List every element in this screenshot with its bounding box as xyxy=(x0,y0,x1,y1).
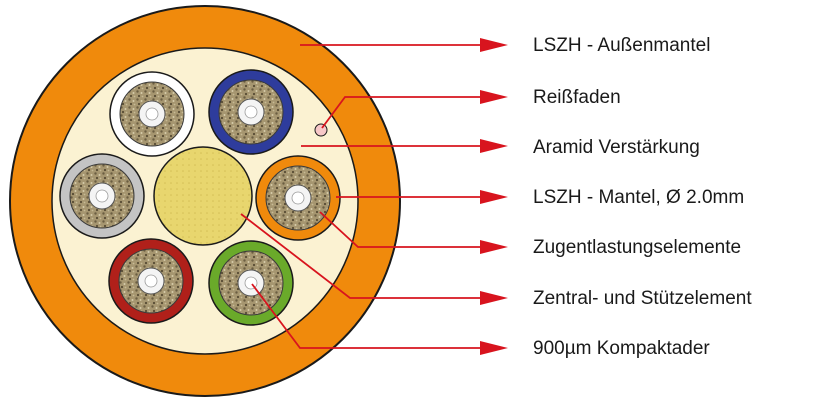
ripcord xyxy=(314,123,328,137)
label-central-element: Zentral- und Stützelement xyxy=(533,288,752,309)
fiber-red xyxy=(108,238,194,324)
label-ripcord: Reißfaden xyxy=(533,87,621,108)
leader-ripcord xyxy=(321,96,488,129)
leader-central xyxy=(240,213,488,299)
arrow-head xyxy=(480,190,508,204)
fiber-core xyxy=(144,274,158,288)
arrow-head xyxy=(480,291,508,305)
fiber-blue xyxy=(208,69,294,155)
fiber-grey xyxy=(59,153,145,239)
label-outer-jacket: LSZH - Außenmantel xyxy=(533,35,711,56)
fiber-core xyxy=(291,191,305,205)
arrow-heads xyxy=(480,38,508,355)
leader-buffer xyxy=(251,283,488,349)
arrow-head xyxy=(480,139,508,153)
fiber-core xyxy=(145,107,159,121)
label-buffer: 900µm Kompaktader xyxy=(533,338,710,359)
arrow-head xyxy=(480,90,508,104)
label-aramid: Aramid Verstärkung xyxy=(533,137,700,158)
fiber-core xyxy=(95,189,109,203)
label-sub-jacket: LSZH - Mantel, Ø 2.0mm xyxy=(533,187,745,208)
fiber-core xyxy=(244,105,258,119)
leader-strain-relief xyxy=(319,211,488,248)
fiber-green xyxy=(208,240,294,326)
leader-lines xyxy=(240,44,488,349)
arrow-head xyxy=(480,38,508,52)
arrow-head xyxy=(480,341,508,355)
arrow-head xyxy=(480,240,508,254)
label-strain-relief: Zugentlastungselemente xyxy=(533,237,742,258)
fiber-white xyxy=(109,71,195,157)
central-element xyxy=(153,146,253,246)
fiber-orange xyxy=(255,155,341,241)
